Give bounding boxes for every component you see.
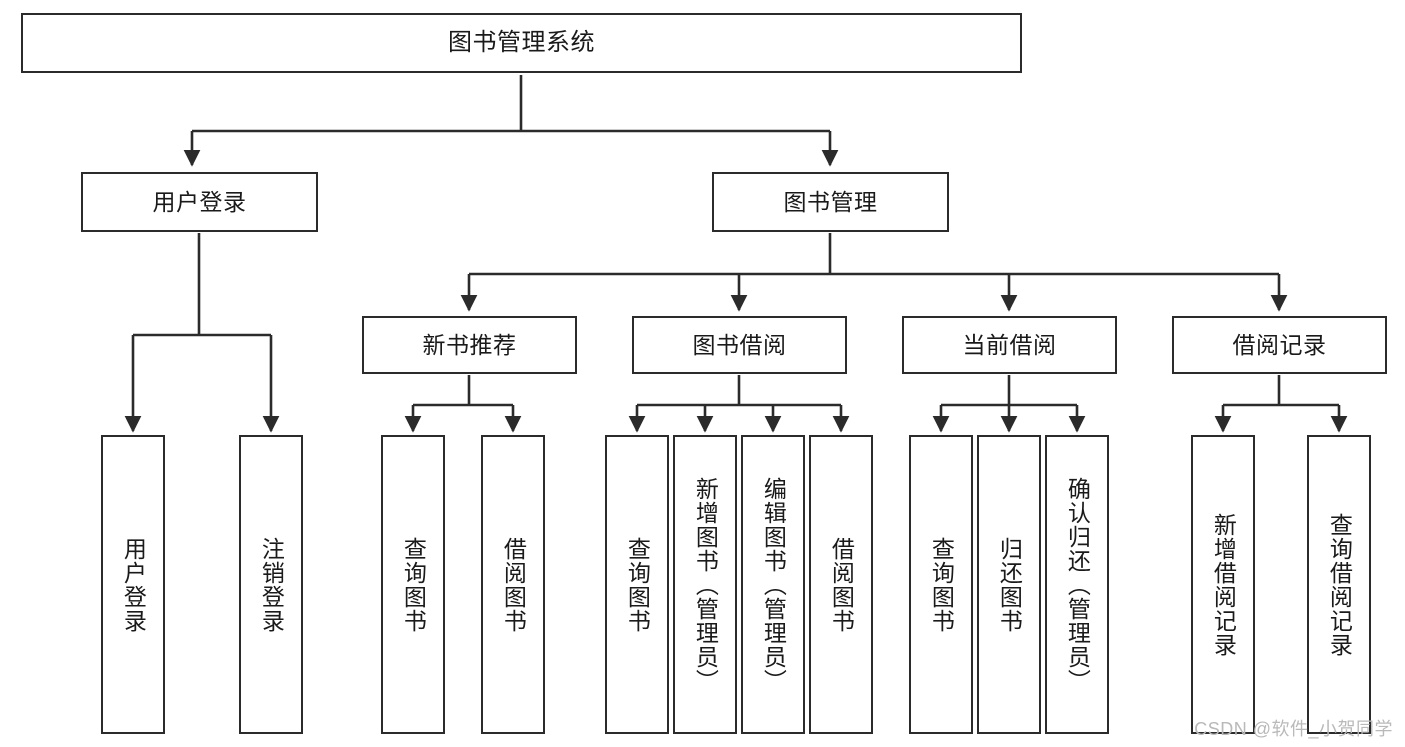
leaf-user-login-login[interactable]: 用户登录 (101, 435, 165, 734)
node-label: 用户登录 (120, 536, 147, 633)
node-label: 用户登录 (152, 188, 247, 215)
node-label: 查询图书 (624, 536, 651, 633)
node-label: 新增借阅记录 (1210, 512, 1237, 657)
node-label: 图书借阅 (692, 331, 787, 358)
node-label: 注销登录 (258, 536, 285, 633)
node-label: 确认归还（管理员） (1064, 476, 1091, 693)
node-user-login[interactable]: 用户登录 (81, 172, 318, 232)
leaf-user-login-logout[interactable]: 注销登录 (239, 435, 303, 734)
node-current-borrow[interactable]: 当前借阅 (902, 316, 1117, 374)
leaf-book-borrow-edit[interactable]: 编辑图书（管理员） (741, 435, 805, 734)
node-new-book-recommend[interactable]: 新书推荐 (362, 316, 577, 374)
csdn-watermark: CSDN @软件_小贺同学 (1194, 719, 1393, 739)
leaf-book-borrow-query[interactable]: 查询图书 (605, 435, 669, 734)
leaf-book-borrow-borrow[interactable]: 借阅图书 (809, 435, 873, 734)
leaf-book-borrow-add[interactable]: 新增图书（管理员） (673, 435, 737, 734)
node-label: 图书管理 (783, 188, 878, 215)
node-label: 新书推荐 (422, 331, 517, 358)
leaf-new-book-borrow[interactable]: 借阅图书 (481, 435, 545, 734)
leaf-current-borrow-return[interactable]: 归还图书 (977, 435, 1041, 734)
node-label: 归还图书 (996, 536, 1023, 633)
node-label: 借阅图书 (828, 536, 855, 633)
node-label: 查询借阅记录 (1326, 512, 1353, 657)
leaf-borrow-record-add[interactable]: 新增借阅记录 (1191, 435, 1255, 734)
node-label: 借阅记录 (1232, 331, 1327, 358)
node-book-management[interactable]: 图书管理 (712, 172, 949, 232)
node-label: 查询图书 (928, 536, 955, 633)
node-label: 借阅图书 (500, 536, 527, 633)
node-borrow-record[interactable]: 借阅记录 (1172, 316, 1387, 374)
node-book-borrow[interactable]: 图书借阅 (632, 316, 847, 374)
leaf-borrow-record-query[interactable]: 查询借阅记录 (1307, 435, 1371, 734)
node-label: 图书管理系统 (448, 29, 595, 56)
leaf-new-book-query[interactable]: 查询图书 (381, 435, 445, 734)
node-label: 编辑图书（管理员） (760, 476, 787, 693)
leaf-current-borrow-confirm-return[interactable]: 确认归还（管理员） (1045, 435, 1109, 734)
node-label: 新增图书（管理员） (692, 476, 719, 693)
node-label: 查询图书 (400, 536, 427, 633)
leaf-current-borrow-query[interactable]: 查询图书 (909, 435, 973, 734)
node-root-system[interactable]: 图书管理系统 (21, 13, 1022, 73)
node-label: 当前借阅 (962, 331, 1057, 358)
